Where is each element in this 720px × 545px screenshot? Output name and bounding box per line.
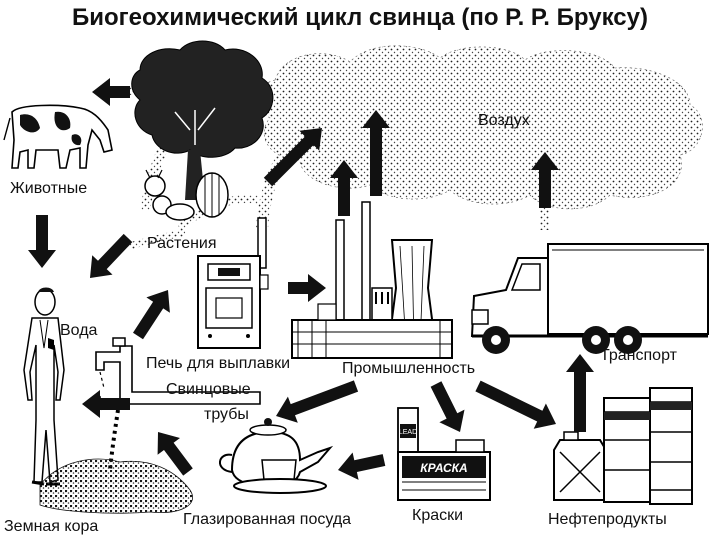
label-water: Вода	[60, 322, 98, 339]
arrow-petroleum-to-transport	[566, 354, 594, 432]
label-pipes-line1: Свинцовые	[166, 381, 251, 398]
paint-can-text: LEAD	[399, 429, 417, 436]
faucet-icon	[95, 337, 261, 471]
cow-icon	[3, 104, 113, 169]
arrow-industry-up-1	[362, 110, 390, 196]
label-animals: Животные	[10, 180, 88, 197]
arrow-industry-up-2	[330, 160, 358, 216]
label-plants: Растения	[147, 235, 217, 252]
arrow-plants-to-person	[90, 233, 133, 278]
label-smelter: Печь для выплавки	[146, 355, 291, 372]
label-glazed-dishes: Глазированная посуда	[183, 511, 352, 528]
arrow-water-from-faucet	[133, 290, 170, 340]
paint-can-icon: LEAD КРАСКА	[397, 407, 491, 501]
person-icon	[23, 287, 65, 486]
factory-icon	[291, 201, 453, 359]
arrow-plants-to-animals	[92, 78, 130, 106]
canister-icon	[553, 387, 693, 505]
label-transport: Транспорт	[600, 347, 677, 364]
arrow-animals-down	[28, 215, 56, 268]
arrow-industry-to-petroleum	[475, 380, 556, 429]
arrow-industry-to-paints	[430, 381, 465, 432]
label-earth-crust: Земная кора	[4, 518, 99, 535]
label-pipes-line2: трубы	[204, 406, 249, 423]
label-petroleum: Нефтепродукты	[548, 511, 667, 528]
arrow-truck-to-air	[531, 152, 559, 208]
diagram-title: Биогеохимический цикл свинца (по Р. Р. Б…	[72, 4, 648, 31]
arrow-dishes-to-pipes	[157, 432, 193, 476]
label-air: Воздух	[478, 112, 530, 129]
furnace-icon	[197, 217, 269, 349]
soil-icon	[39, 458, 193, 514]
truck-icon	[470, 243, 709, 354]
label-paints: Краски	[412, 507, 464, 524]
arrow-furnace-to-industry	[288, 274, 326, 302]
label-industry: Промышленность	[342, 360, 476, 377]
tree-icon	[131, 40, 274, 221]
teapot-icon	[219, 418, 334, 494]
arrow-pipes-to-person	[82, 390, 130, 418]
arrows-layer	[28, 78, 594, 480]
arrow-industry-to-pipes	[276, 380, 359, 423]
paint-package-text: КРАСКА	[420, 461, 467, 475]
arrow-furnace-to-air	[263, 128, 322, 187]
arrow-paints-to-dishes	[338, 452, 386, 480]
